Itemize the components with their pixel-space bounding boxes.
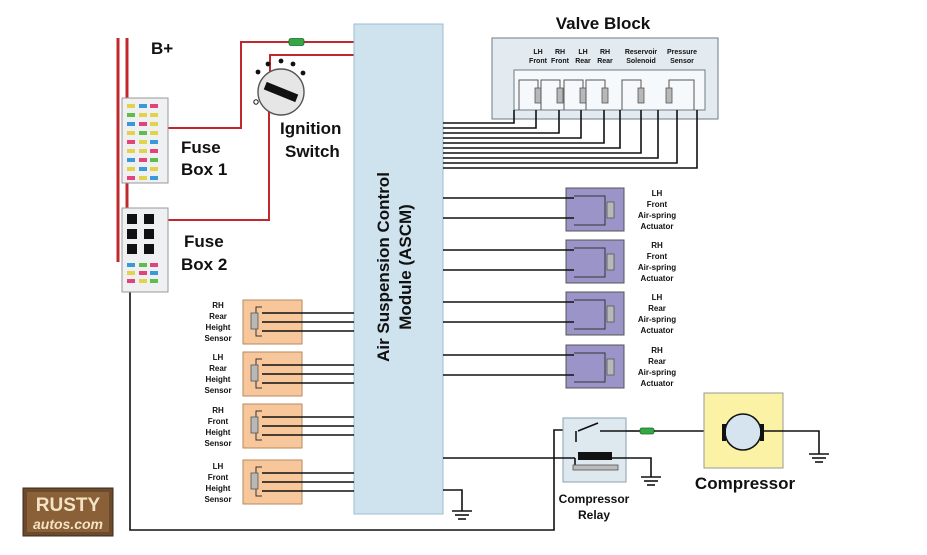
- compressor-label: Compressor: [695, 474, 796, 493]
- valve-rh-front-label-2: Front: [551, 58, 570, 65]
- actuator-lh-rear: LH Rear Air-spring Actuator: [443, 291, 676, 336]
- valve-pressure-label-1: Pressure: [667, 49, 697, 56]
- valve-rh-rear-label-2: Rear: [597, 58, 613, 65]
- logo-line-2: autos.com: [33, 516, 103, 532]
- fuse-box-2-label-line1: Fuse: [184, 232, 224, 251]
- actuator-rh-front-l4: Actuator: [641, 274, 674, 283]
- actuator-rh-rear: RH Rear Air-spring Actuator: [443, 344, 676, 389]
- actuator-lh-front-l2: Front: [647, 200, 668, 209]
- height-sensor-lh-rear: LH Rear Height Sensor: [204, 351, 354, 397]
- valve-lh-front-label-2: Front: [529, 58, 548, 65]
- sensor-lh-rear-l3: Height: [206, 375, 231, 384]
- fuse-box-2-label-line2: Box 2: [181, 255, 227, 274]
- actuator-rh-rear-l1: RH: [651, 346, 663, 355]
- height-sensor-lh-front: LH Front Height Sensor: [204, 459, 354, 505]
- sensor-lh-rear-l4: Sensor: [204, 386, 231, 395]
- sensor-lh-rear-l2: Rear: [209, 364, 227, 373]
- actuator-rh-front-l3: Air-spring: [638, 263, 676, 272]
- actuator-lh-rear-l1: LH: [652, 293, 663, 302]
- sensor-rh-front-l4: Sensor: [204, 439, 231, 448]
- battery-label: B+: [151, 39, 173, 58]
- actuator-lh-front: LH Front Air-spring Actuator: [443, 187, 676, 232]
- ignition-switch: Ignition Switch: [253, 58, 341, 161]
- actuator-rh-rear-l2: Rear: [648, 357, 666, 366]
- sensor-rh-rear-l3: Height: [206, 323, 231, 332]
- valve-rh-front-label-1: RH: [555, 49, 565, 56]
- sensor-rh-rear-l4: Sensor: [204, 334, 231, 343]
- ascm-label-line2: Module (ASCM): [396, 204, 415, 330]
- inline-fuse-ignition: [288, 38, 305, 46]
- valve-reservoir-label-2: Solenoid: [626, 58, 656, 65]
- actuator-rh-rear-l4: Actuator: [641, 379, 674, 388]
- logo-line-1: RUSTY: [36, 495, 101, 516]
- compressor-relay-label-1: Compressor: [559, 492, 630, 506]
- fuse-box-2: Fuse Box 2: [121, 207, 227, 293]
- fuse-box-1-label-line2: Box 1: [181, 160, 227, 179]
- ascm-ground: [443, 489, 472, 520]
- ignition-feed-wires: [150, 41, 355, 221]
- sensor-lh-front-l2: Front: [208, 473, 229, 482]
- valve-pressure-label-2: Sensor: [670, 58, 694, 65]
- valve-block: Valve Block LH Front RH Front LH Rear RH…: [491, 14, 719, 120]
- ascm-module: Air Suspension Control Module (ASCM): [353, 23, 444, 515]
- ignition-switch-label-line1: Ignition: [280, 119, 341, 138]
- sensor-rh-front-l1: RH: [212, 406, 224, 415]
- height-sensor-rh-rear: RH Rear Height Sensor: [204, 299, 354, 345]
- valve-harness: [443, 110, 698, 169]
- compressor-relay-label-2: Relay: [578, 508, 610, 522]
- sensor-lh-front-l4: Sensor: [204, 495, 231, 504]
- fuse-box-1-label-line1: Fuse: [181, 138, 221, 157]
- fuse-box-1: Fuse Box 1: [121, 97, 227, 184]
- actuator-rh-rear-l3: Air-spring: [638, 368, 676, 377]
- actuator-lh-rear-l4: Actuator: [641, 326, 674, 335]
- sensor-rh-front-l3: Height: [206, 428, 231, 437]
- actuator-rh-front: RH Front Air-spring Actuator: [443, 239, 676, 284]
- actuator-lh-rear-l2: Rear: [648, 304, 666, 313]
- sensor-lh-front-l1: LH: [213, 462, 224, 471]
- compressor-relay: Compressor Relay: [443, 417, 661, 522]
- actuator-rh-front-l1: RH: [651, 241, 663, 250]
- inline-fuse-compressor: [639, 427, 655, 435]
- actuator-lh-front-l1: LH: [652, 189, 663, 198]
- sensor-rh-rear-l2: Rear: [209, 312, 227, 321]
- height-sensor-rh-front: RH Front Height Sensor: [204, 403, 354, 449]
- compressor: Compressor: [695, 392, 829, 493]
- valve-reservoir-label-1: Reservoir: [625, 49, 658, 56]
- actuator-lh-front-l4: Actuator: [641, 222, 674, 231]
- valve-block-title: Valve Block: [556, 14, 651, 33]
- sensor-rh-rear-l1: RH: [212, 301, 224, 310]
- valve-rh-rear-label-1: RH: [600, 49, 610, 56]
- actuator-rh-front-l2: Front: [647, 252, 668, 261]
- ground-bus-wire: [129, 292, 564, 531]
- ascm-label-line1: Air Suspension Control: [374, 172, 393, 362]
- valve-lh-rear-label-1: LH: [578, 49, 587, 56]
- rustyautos-logo: RUSTY autos.com: [22, 487, 114, 537]
- valve-lh-front-label-1: LH: [533, 49, 542, 56]
- actuator-lh-rear-l3: Air-spring: [638, 315, 676, 324]
- ignition-switch-label-line2: Switch: [285, 142, 340, 161]
- sensor-lh-front-l3: Height: [206, 484, 231, 493]
- sensor-lh-rear-l1: LH: [213, 353, 224, 362]
- actuator-lh-front-l3: Air-spring: [638, 211, 676, 220]
- valve-lh-rear-label-2: Rear: [575, 58, 591, 65]
- sensor-rh-front-l2: Front: [208, 417, 229, 426]
